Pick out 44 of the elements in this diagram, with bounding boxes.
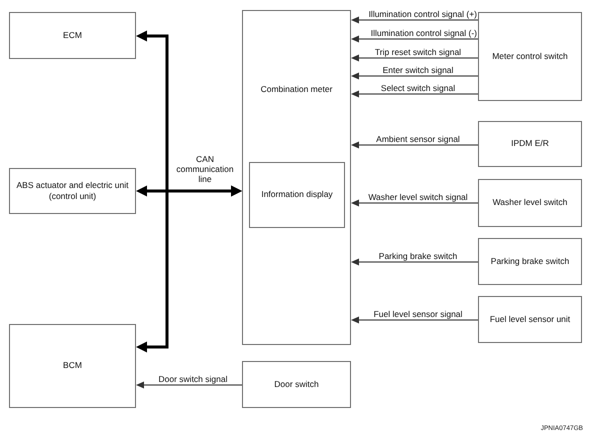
- module-label: Information display: [260, 189, 334, 201]
- module-label: Washer level switch: [492, 197, 568, 209]
- module-box: [478, 121, 582, 167]
- module-box: [478, 12, 582, 101]
- module-label: BCM: [62, 360, 83, 372]
- signal-label: Fuel level sensor signal: [374, 309, 462, 319]
- thick-double-arrow: [136, 186, 242, 352]
- module-label: Door switch: [273, 378, 320, 390]
- signal-label: Enter switch signal: [382, 65, 454, 75]
- signal-label: Parking brake switch: [378, 251, 458, 261]
- arrow: [352, 54, 478, 62]
- module-box: [478, 238, 582, 285]
- module-label: Meter control switch: [491, 50, 569, 62]
- arrow: [352, 258, 478, 266]
- arrow: [352, 142, 478, 148]
- arrow: [352, 90, 478, 98]
- module-box: [242, 361, 351, 408]
- signal-label: Illumination control signal (-): [370, 28, 477, 38]
- arrow: [136, 382, 242, 388]
- module-box: [9, 12, 136, 59]
- arrow: [352, 72, 478, 80]
- signal-label: Washer level switch signal: [368, 192, 468, 202]
- module-label: Combination meter: [260, 84, 334, 96]
- module-box: [9, 168, 136, 214]
- module-label: Fuel level sensor unit: [488, 314, 572, 326]
- module-box: [478, 296, 582, 343]
- signal-label: Select switch signal: [380, 83, 456, 93]
- module-box: [478, 179, 582, 227]
- signal-label: Trip reset switch signal: [374, 47, 462, 57]
- signal-label: Ambient sensor signal: [376, 134, 460, 144]
- arrow: [352, 16, 478, 24]
- signal-label: CAN communication line: [176, 154, 234, 184]
- module-label: Parking brake switch: [490, 256, 570, 268]
- module-label: IPDM E/R: [510, 138, 550, 150]
- display-box: [249, 162, 345, 228]
- module-label: ECM: [62, 30, 83, 42]
- signal-label: Door switch signal: [158, 374, 228, 384]
- arrow: [352, 200, 478, 206]
- module-box: [9, 324, 136, 408]
- module-label: ABS actuator and electric unit (control unit): [16, 180, 130, 202]
- module-box: [242, 10, 351, 345]
- arrow: [352, 36, 478, 42]
- arrow: [352, 316, 478, 324]
- signal-label: Illumination control signal (+): [368, 9, 477, 19]
